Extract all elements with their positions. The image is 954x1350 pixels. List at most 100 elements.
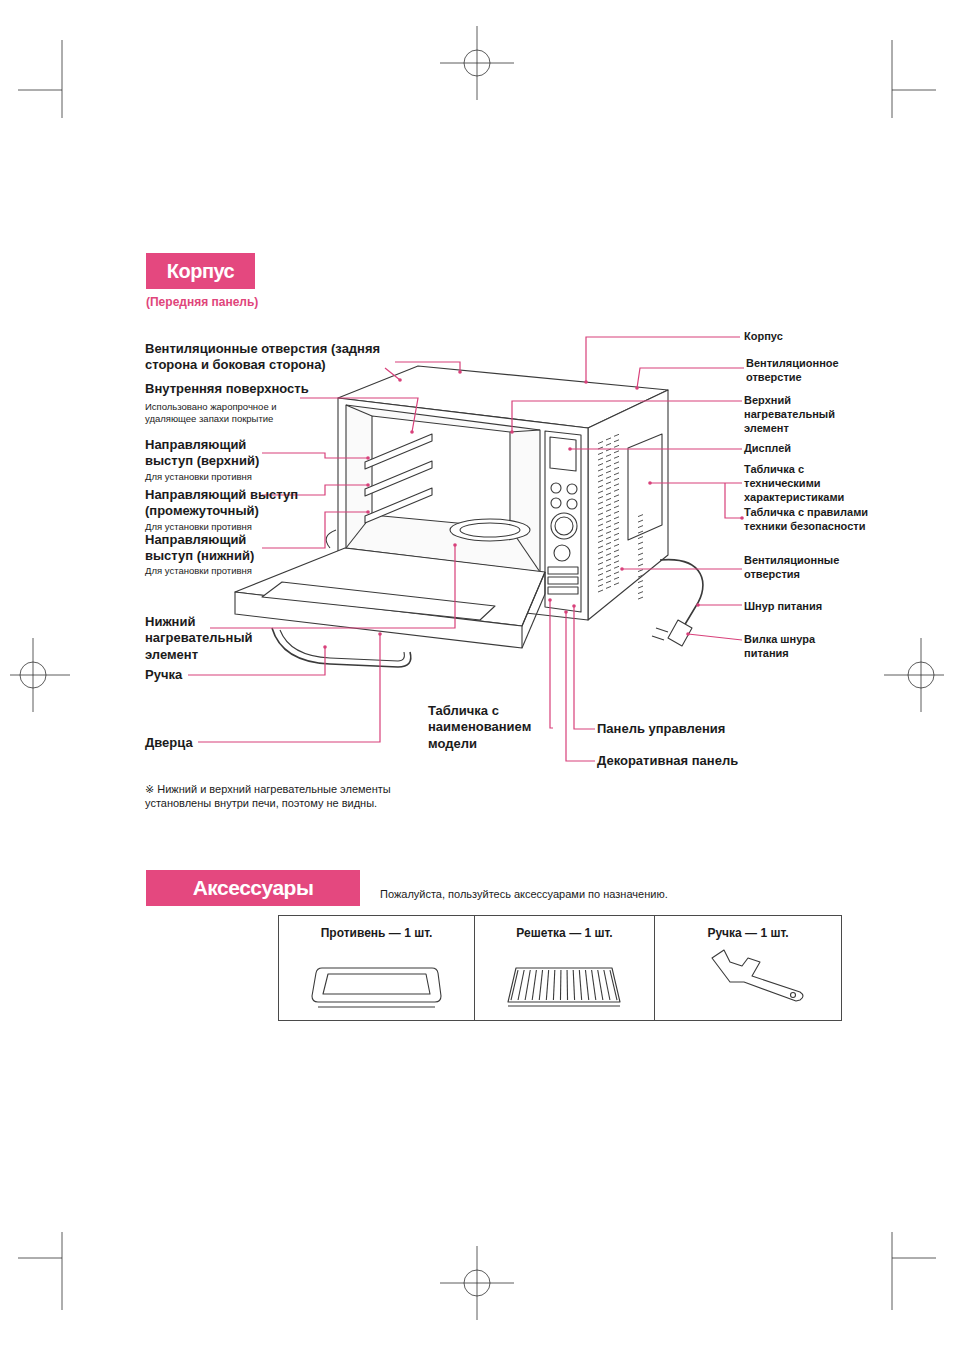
vent-slot bbox=[614, 517, 619, 519]
oven-drawing bbox=[450, 519, 530, 541]
rack-bar bbox=[604, 970, 610, 1000]
vent-slot bbox=[638, 520, 643, 522]
vent-slot bbox=[614, 462, 619, 464]
accessory-cell: Решетка — 1 шт. bbox=[474, 915, 655, 1021]
leader-dot bbox=[510, 430, 514, 434]
vent-slot bbox=[598, 552, 603, 554]
oven-drawing bbox=[365, 461, 432, 496]
part-name: Табличка с наименованием модели bbox=[428, 703, 556, 752]
oven-drawing bbox=[262, 582, 495, 620]
leader-dot bbox=[564, 610, 568, 614]
leader-line bbox=[574, 606, 595, 729]
leader-line bbox=[188, 647, 325, 675]
registration-mark bbox=[892, 90, 936, 91]
part-name: Шнур питания bbox=[744, 600, 864, 614]
part-name: Вентиляционные отверстия (задняя сторона… bbox=[145, 341, 407, 374]
rack-bar bbox=[546, 970, 548, 1000]
leader-line bbox=[566, 612, 595, 761]
part-name: Табличка с техническими характеристиками bbox=[744, 463, 856, 504]
vent-slot bbox=[614, 484, 619, 486]
vent-slot bbox=[614, 456, 619, 458]
vent-slot bbox=[598, 519, 603, 521]
oven-drawing bbox=[544, 572, 545, 594]
rack-bar bbox=[553, 970, 554, 1000]
vent-slot bbox=[614, 572, 619, 574]
registration-mark bbox=[477, 26, 478, 100]
vent-slot bbox=[606, 531, 611, 533]
part-name: Дверца bbox=[145, 735, 225, 751]
leader-dot bbox=[740, 516, 744, 520]
leader-dot bbox=[366, 456, 370, 460]
part-name: Табличка с правилами техники безопасност… bbox=[744, 506, 874, 534]
accessory-cell: Ручка — 1 шт. bbox=[654, 915, 842, 1021]
subheading: (Передняя панель) bbox=[146, 295, 346, 310]
part-name: Панель управления bbox=[597, 721, 757, 737]
accessory-picture bbox=[312, 968, 441, 1002]
vent-slot bbox=[606, 581, 611, 583]
registration-mark bbox=[62, 1232, 63, 1310]
registration-mark bbox=[18, 1258, 62, 1259]
leader-dot bbox=[648, 481, 652, 485]
leader-line bbox=[300, 398, 418, 432]
oven-drawing bbox=[588, 390, 668, 620]
oven-drawing bbox=[551, 513, 577, 539]
part-name: Декоративная панель bbox=[597, 753, 767, 769]
vent-slot bbox=[638, 570, 643, 572]
vent-slot bbox=[606, 537, 611, 539]
part-name: Вентиляционное отверстие bbox=[746, 357, 851, 385]
section-heading: Корпус bbox=[146, 253, 255, 289]
part-note: Использовано жаропрочное и удаляющее зап… bbox=[145, 401, 295, 425]
part-name: Направляющий выступ (верхний) bbox=[145, 437, 295, 470]
vent-slot bbox=[614, 555, 619, 557]
vent-slot bbox=[638, 526, 643, 528]
heading-text: Корпус bbox=[167, 260, 234, 283]
vent-slot bbox=[606, 454, 611, 456]
leader-line bbox=[198, 634, 380, 742]
registration-mark bbox=[884, 675, 944, 676]
vent-slot bbox=[606, 542, 611, 544]
vent-slot bbox=[606, 504, 611, 506]
part-name: Направляющий выступ (промежуточный) bbox=[145, 487, 305, 520]
oven-drawing bbox=[280, 630, 404, 661]
rack-bar bbox=[525, 970, 530, 1000]
vent-slot bbox=[638, 537, 643, 539]
leader-line bbox=[637, 368, 744, 388]
vent-slot bbox=[614, 495, 619, 497]
oven-drawing bbox=[548, 587, 578, 594]
leader-dot bbox=[635, 386, 639, 390]
leader-dot bbox=[410, 430, 414, 434]
registration-mark bbox=[477, 1246, 478, 1320]
vent-slot bbox=[614, 500, 619, 502]
vent-slot bbox=[606, 487, 611, 489]
rack-bar bbox=[585, 970, 588, 1000]
part-name: Ручка bbox=[145, 667, 225, 683]
vent-slot bbox=[638, 553, 643, 555]
vent-slot bbox=[598, 469, 603, 471]
vent-slot bbox=[638, 531, 643, 533]
oven-drawing bbox=[326, 530, 336, 548]
leader-dot bbox=[398, 378, 402, 382]
oven-drawing bbox=[365, 488, 432, 523]
leader-line bbox=[688, 634, 742, 640]
vent-slot bbox=[614, 583, 619, 585]
oven-drawing bbox=[551, 483, 561, 493]
vent-slot bbox=[614, 522, 619, 524]
leader-dot bbox=[696, 603, 700, 607]
accessory-picture bbox=[712, 950, 803, 1001]
vent-slot bbox=[638, 564, 643, 566]
vent-slot bbox=[614, 566, 619, 568]
vent-slot bbox=[598, 579, 603, 581]
vent-slot bbox=[606, 471, 611, 473]
vent-slots bbox=[598, 434, 643, 599]
leader-line bbox=[570, 448, 742, 449]
vent-slot bbox=[614, 550, 619, 552]
vent-slot bbox=[598, 541, 603, 543]
vent-slot bbox=[606, 460, 611, 462]
vent-slot bbox=[606, 482, 611, 484]
vent-slot bbox=[606, 559, 611, 561]
vent-slot bbox=[614, 473, 619, 475]
vent-slot bbox=[614, 451, 619, 453]
vent-slot bbox=[598, 546, 603, 548]
registration-mark bbox=[10, 675, 70, 676]
part-note: Для установки противня bbox=[145, 521, 305, 533]
